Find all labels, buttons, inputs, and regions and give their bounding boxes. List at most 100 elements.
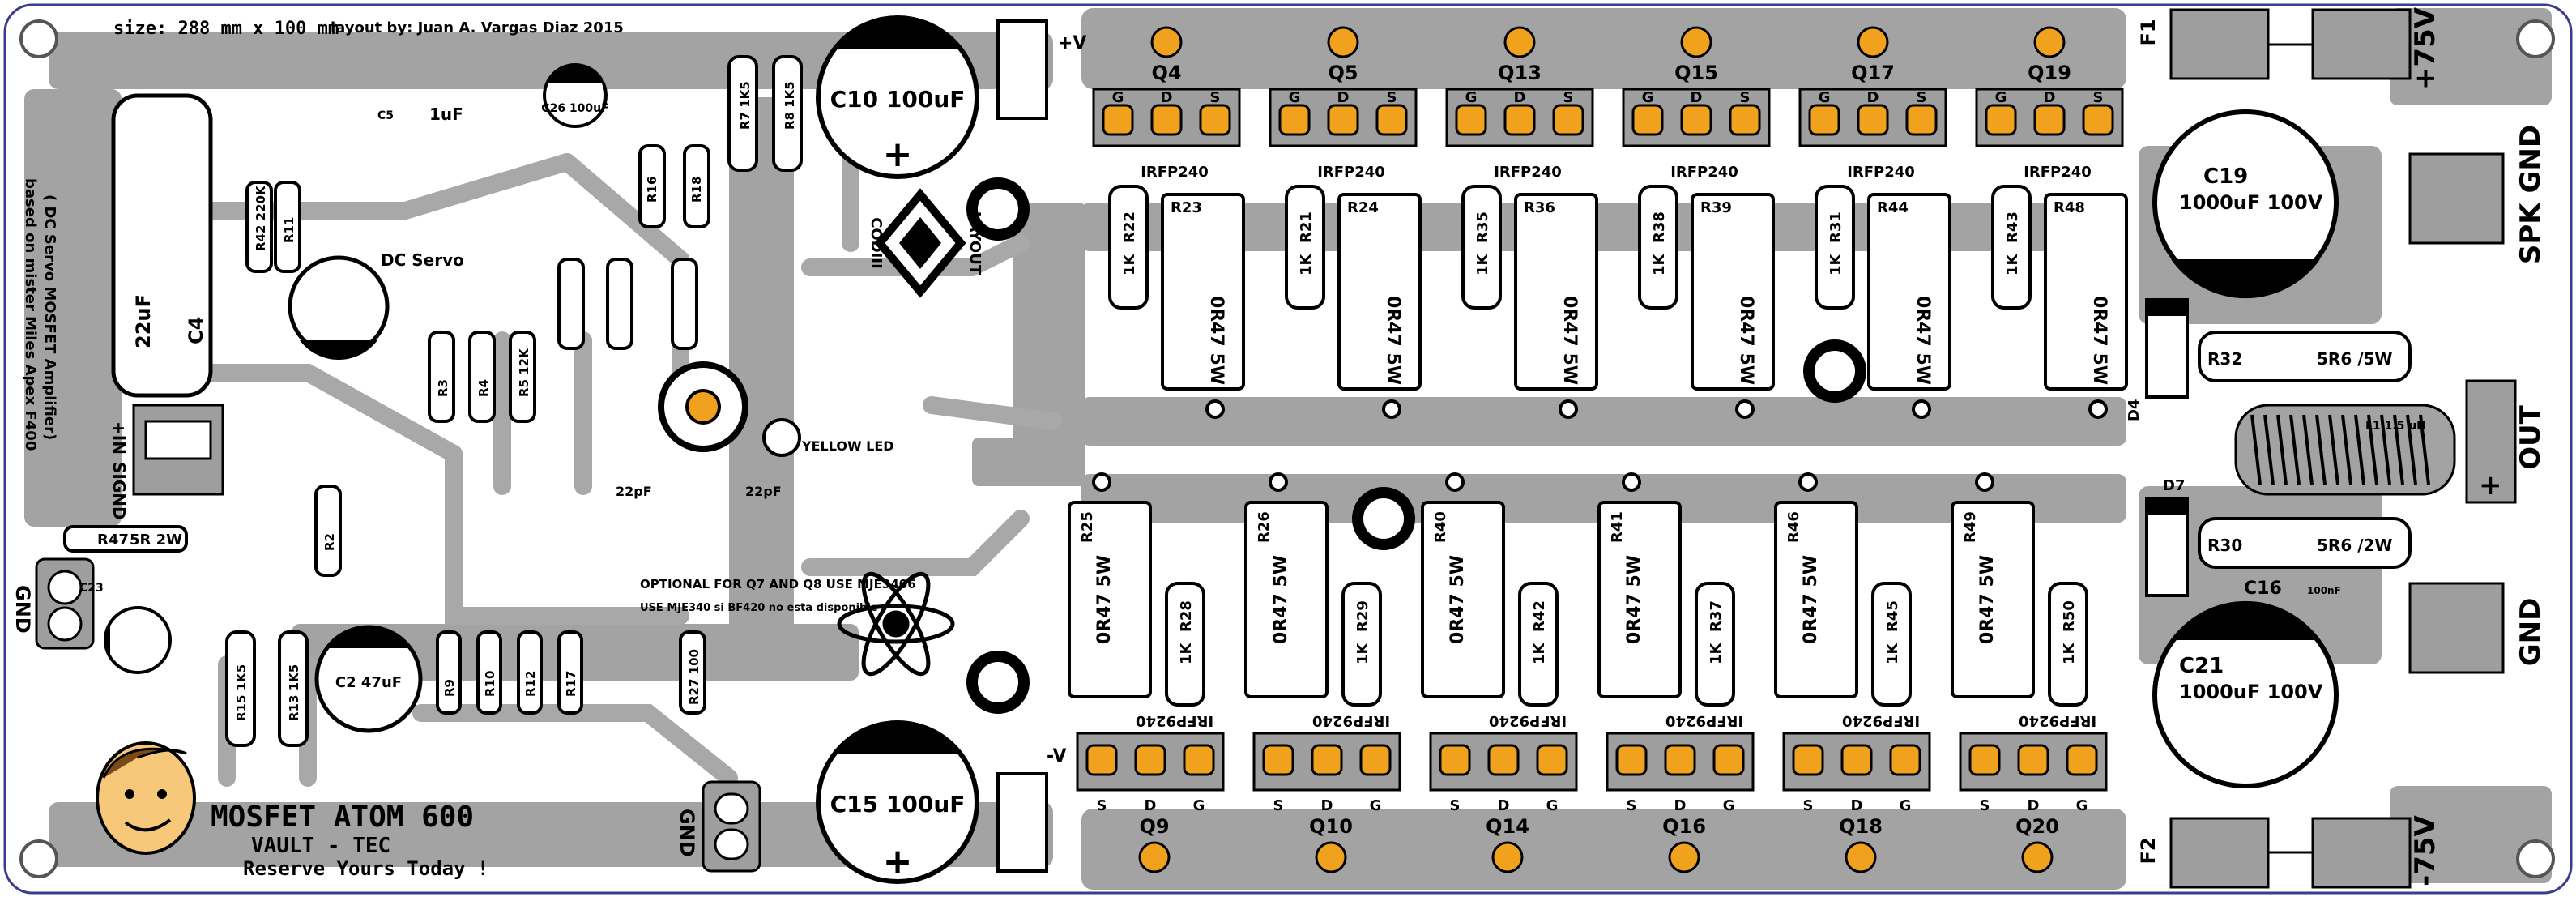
mosfet-name: Q20	[2015, 815, 2059, 838]
svg-text:R47: R47	[97, 532, 129, 549]
source-resistor	[1691, 193, 1775, 391]
svg-text:SIGND: SIGND	[109, 462, 129, 520]
source-resistor	[1514, 193, 1598, 391]
mosfet-name: Q19	[2028, 62, 2071, 84]
via	[1092, 472, 1111, 492]
mosfet-pin	[1729, 104, 1761, 136]
mosfet-pin	[1680, 104, 1712, 136]
mosfet-pin	[1278, 104, 1311, 136]
svg-text:F2: F2	[2137, 837, 2160, 864]
coil-winding	[2380, 414, 2391, 485]
mosfet-pin	[1615, 744, 1648, 776]
output-resistors: R32 5R6 /5W R30 5R6 /2W	[2198, 331, 2412, 569]
capacitor-c15: C15 100uF +	[816, 720, 979, 884]
source-res-name: R44	[1877, 199, 1909, 216]
pin-label: G	[2076, 797, 2088, 814]
gnd-right-connector[interactable]	[2408, 582, 2505, 674]
pin-label: G	[1193, 797, 1205, 814]
source-res-value: 0R47 5W	[1736, 296, 1756, 385]
via	[1269, 472, 1288, 492]
source-resistor	[1867, 193, 1951, 391]
optional-note: OPTIONAL FOR Q7 AND Q8 USE MJE3406	[640, 577, 916, 591]
pin-label: G	[1370, 797, 1382, 814]
source-resistor	[1161, 193, 1245, 391]
pin-label: D	[1514, 89, 1526, 106]
out-connector[interactable]: +	[2465, 379, 2517, 504]
part-label: IRFP9240	[1665, 712, 1743, 729]
coil-winding	[2263, 414, 2275, 485]
mosfet-pin	[1536, 744, 1568, 776]
gate-resistor	[1108, 185, 1149, 310]
source-res-name: R36	[1524, 199, 1555, 216]
pin-label: G	[1995, 89, 2007, 106]
board-title: MOSFET ATOM 600	[211, 801, 474, 834]
pin-label: S	[1387, 89, 1397, 106]
pin-label: S	[1563, 89, 1574, 106]
rail-plus-connector[interactable]: +V	[996, 19, 1086, 120]
mosfet-pin	[1455, 104, 1487, 136]
svg-text:LAYOUT: LAYOUT	[966, 211, 983, 275]
gate-res-name: R29	[1354, 600, 1371, 632]
mosfet-name: Q9	[1139, 815, 1169, 838]
svg-text:R16: R16	[645, 177, 659, 203]
svg-text:-V: -V	[1047, 746, 1067, 766]
svg-text:R17: R17	[564, 671, 578, 697]
mosfet-name: Q17	[1851, 62, 1895, 84]
gate-res-value: 1K	[1531, 642, 1548, 664]
pin-label: S	[1627, 797, 1637, 814]
source-res-value: 0R47 5W	[1913, 296, 1933, 385]
pin-label: G	[1546, 797, 1559, 814]
svg-text:YELLOW LED: YELLOW LED	[801, 438, 894, 454]
top-pad	[1327, 26, 1359, 58]
source-res-name: R40	[1432, 511, 1449, 543]
capacitor-c19: C19 1000uF 100V	[2152, 109, 2339, 299]
svg-text:R5 12K: R5 12K	[517, 348, 531, 397]
pin-label: G	[1819, 89, 1831, 106]
gnd-mid-connector[interactable]: GND	[676, 780, 761, 873]
mosfet-pin	[1968, 744, 2001, 776]
svg-text:C26 100uF: C26 100uF	[541, 102, 608, 115]
source-resistor	[1597, 501, 1682, 698]
codiii-logo: CODIII LAYOUT	[868, 188, 983, 298]
mosfet-name: Q14	[1486, 815, 1529, 838]
mosfet-pin	[1134, 744, 1166, 776]
rail-minus-connector[interactable]: -V	[996, 746, 1067, 873]
gate-resistor	[1461, 185, 1502, 310]
spk-gnd-connector[interactable]	[2408, 152, 2505, 245]
yellow-led: YELLOW LED	[762, 418, 894, 457]
mosfet-pin	[1102, 104, 1134, 136]
c4-value: 22uF	[132, 294, 155, 348]
gate-res-name: R38	[1651, 211, 1668, 243]
mosfet-pin	[1552, 104, 1584, 136]
source-resistor	[1244, 501, 1329, 698]
pin-label: G	[1465, 89, 1478, 106]
mosfet-name: Q16	[1662, 815, 1706, 838]
mosfet-pin	[2033, 104, 2066, 136]
svg-text:22pF: 22pF	[745, 484, 782, 499]
svg-text:OUT: OUT	[2514, 404, 2547, 470]
svg-text:C23: C23	[79, 582, 104, 595]
gnd-left-connector[interactable]: GND	[11, 557, 95, 650]
svg-text:R32: R32	[2207, 349, 2242, 369]
svg-text:+IN: +IN	[109, 421, 129, 455]
fuse-f2[interactable]: F2	[2137, 817, 2412, 889]
coil-winding	[2367, 414, 2378, 485]
vault-boy-icon	[96, 741, 196, 855]
board-slogan: Reserve Yours Today !	[243, 857, 488, 880]
bottom-pad	[2021, 841, 2054, 873]
capacitor-c21: C21 1000uF 100V	[2152, 600, 2339, 788]
pin-label: G	[1112, 89, 1124, 106]
gate-res-name: R42	[1531, 600, 1548, 632]
fuse-f1[interactable]: F1	[2137, 8, 2412, 80]
gate-res-value: 1K	[1884, 642, 1901, 664]
input-connector[interactable]: +IN SIGND	[109, 404, 224, 520]
pin-label: D	[1851, 797, 1863, 814]
gate-res-name: R50	[2061, 600, 2078, 632]
dc-servo: DC Servo	[381, 250, 464, 270]
mosfet-name: Q10	[1309, 815, 1353, 838]
svg-text:R27 100: R27 100	[687, 649, 702, 705]
gate-res-name: R35	[1474, 211, 1491, 243]
svg-text:R3: R3	[436, 379, 450, 397]
source-resistor	[1068, 501, 1152, 698]
c4-name: C4	[185, 317, 207, 344]
